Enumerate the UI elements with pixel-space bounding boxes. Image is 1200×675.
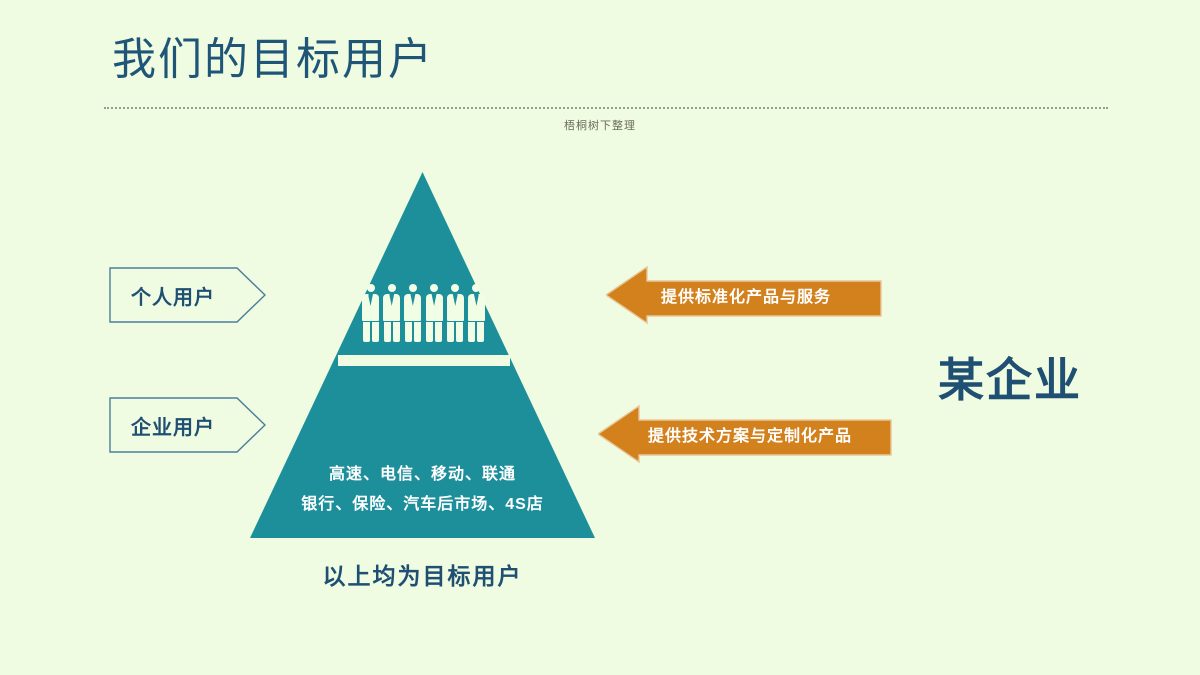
label-personal-users[interactable]: 个人用户 — [109, 267, 266, 323]
label-enterprise-users[interactable]: 企业用户 — [109, 397, 266, 453]
arrow-standard-products[interactable]: 提供标准化产品与服务 — [606, 265, 882, 325]
person-icon — [404, 284, 422, 342]
label-enterprise-users-text: 企业用户 — [131, 416, 215, 439]
pyramid-caption: 以上均为目标用户 — [322, 563, 523, 589]
label-personal-users-text: 个人用户 — [131, 286, 215, 309]
pentagon-outline — [109, 397, 266, 453]
pyramid-diagram: 高速、电信、移动、联通 银行、保险、汽车后市场、4S店 — [250, 172, 595, 538]
pyramid-body-text: 高速、电信、移动、联通 银行、保险、汽车后市场、4S店 — [250, 460, 595, 520]
arrow-custom-solutions-text: 提供技术方案与定制化产品 — [648, 428, 853, 445]
watermark-text: 梧桐树下整理 — [564, 120, 636, 132]
person-icon — [383, 284, 401, 342]
title-divider-line — [104, 107, 1108, 109]
person-icon — [467, 284, 485, 342]
page-title: 我们的目标用户 — [112, 35, 434, 84]
left-arrow-icon — [606, 265, 882, 325]
pyramid-body-line-1: 高速、电信、移动、联通 — [328, 466, 516, 483]
pentagon-outline — [109, 267, 266, 323]
pyramid-tier-divider — [338, 355, 510, 366]
pyramid-body-line-2: 银行、保险、汽车后市场、4S店 — [301, 496, 544, 513]
person-icon — [425, 284, 443, 342]
person-icon — [446, 284, 464, 342]
person-icon — [362, 284, 379, 342]
people-icon-group — [362, 280, 485, 342]
arrow-standard-products-text: 提供标准化产品与服务 — [661, 289, 832, 306]
arrow-custom-solutions[interactable]: 提供技术方案与定制化产品 — [598, 404, 892, 464]
left-arrow-icon — [598, 404, 892, 464]
company-label: 某企业 — [938, 354, 1082, 406]
